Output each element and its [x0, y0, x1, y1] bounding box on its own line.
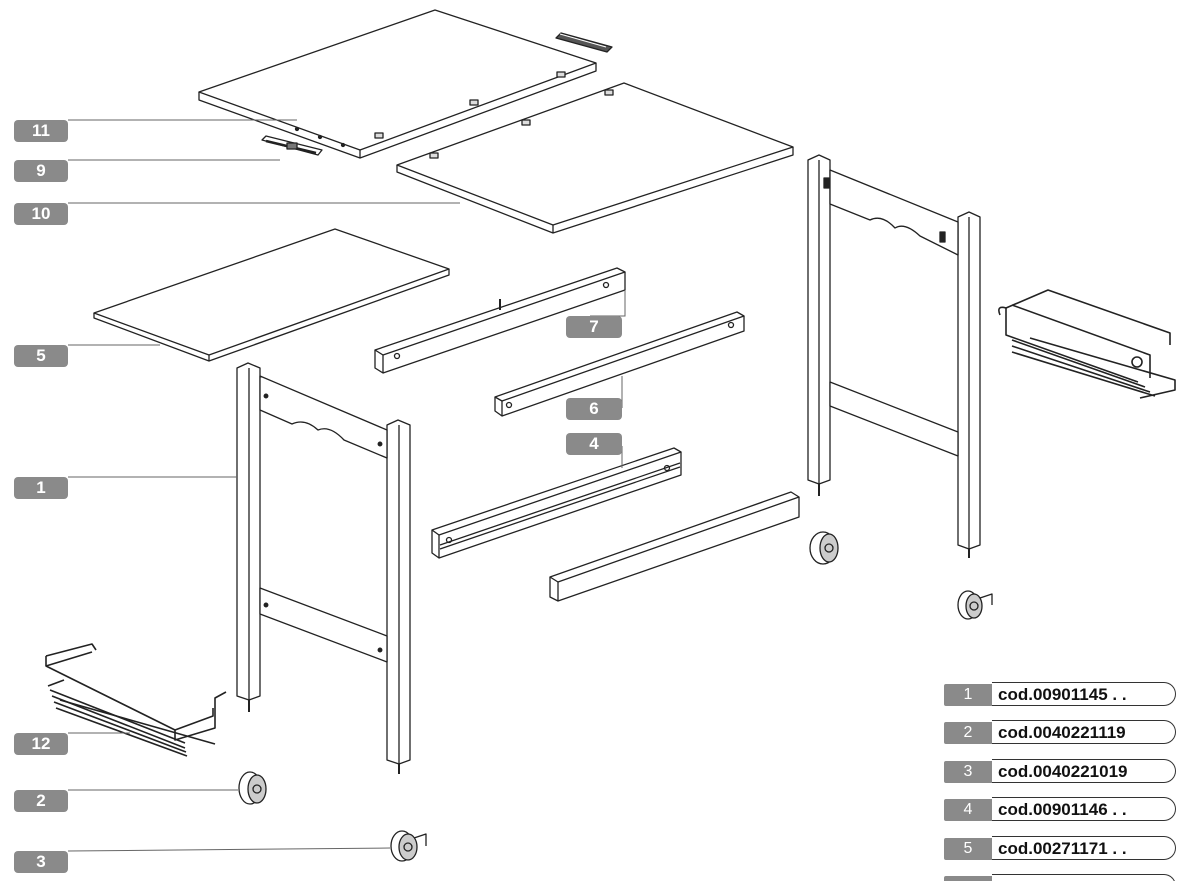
shelf-part-5 [93, 228, 450, 362]
code-value: cod.0040221019 [992, 759, 1176, 783]
callout-4: 4 [566, 433, 622, 455]
code-number: 3 [944, 761, 992, 783]
top-board-part-11 [198, 9, 597, 159]
rail-part-4 [431, 447, 682, 559]
connector-part-9 [261, 135, 323, 156]
leg-frame-left-part-1 [236, 362, 411, 774]
code-number: 5 [944, 838, 992, 860]
callout-5: 5 [14, 345, 68, 367]
code-row-5: 5 cod.00271171 . . [944, 836, 1182, 862]
callout-11: 11 [14, 120, 68, 142]
wire-basket-left-part-12 [45, 643, 227, 757]
code-value: cod.00901146 . . [992, 797, 1176, 821]
caster-right-lower [957, 590, 993, 620]
code-row-2: 2 cod.0040221119 [944, 720, 1182, 746]
caster-right-upper [809, 531, 839, 565]
code-row-6-partial [944, 874, 1182, 881]
callout-7: 7 [566, 316, 622, 338]
caster-part-2 [238, 771, 267, 805]
top-board-part-10 [396, 82, 794, 234]
code-value: cod.00901145 . . [992, 682, 1176, 706]
leg-frame-right [807, 154, 981, 558]
code-row-3: 3 cod.0040221019 [944, 759, 1182, 785]
connector-upper [555, 32, 613, 53]
code-number-partial [944, 876, 992, 881]
callout-12: 12 [14, 733, 68, 755]
code-number: 4 [944, 799, 992, 821]
callout-10: 10 [14, 203, 68, 225]
rail-bottom [549, 491, 800, 602]
callout-1: 1 [14, 477, 68, 499]
code-number: 2 [944, 722, 992, 744]
code-row-4: 4 cod.00901146 . . [944, 797, 1182, 823]
callout-2: 2 [14, 790, 68, 812]
code-row-1: 1 cod.00901145 . . [944, 682, 1182, 708]
code-number: 1 [944, 684, 992, 706]
code-value: cod.0040221119 [992, 720, 1176, 744]
callout-3: 3 [14, 851, 68, 873]
callout-9: 9 [14, 160, 68, 182]
code-value-partial [992, 874, 1176, 881]
code-value: cod.00271171 . . [992, 836, 1176, 860]
callout-6: 6 [566, 398, 622, 420]
caster-part-3 [390, 830, 427, 862]
wire-basket-right [998, 289, 1176, 399]
rail-part-6 [494, 311, 745, 417]
